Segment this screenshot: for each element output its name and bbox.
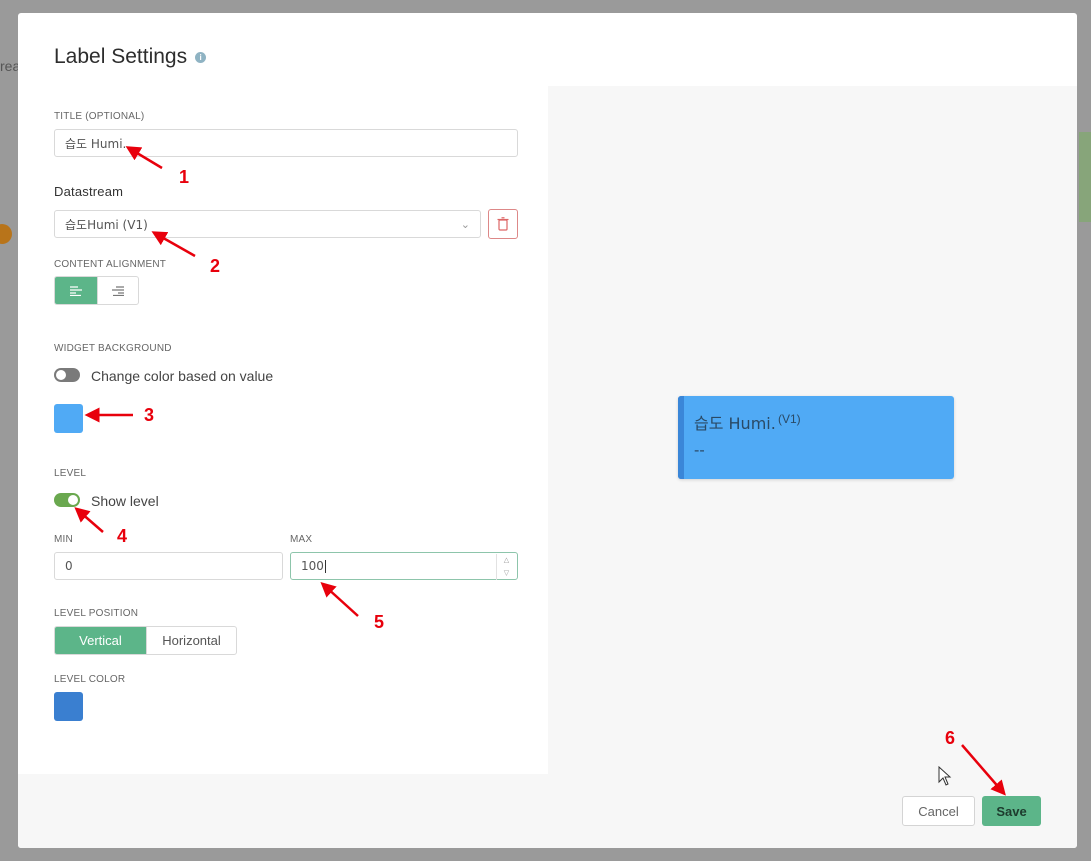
annotation-label-4: 4 (117, 526, 128, 546)
level-position-vertical-button[interactable]: Vertical (55, 627, 146, 654)
level-color-swatch[interactable] (54, 692, 83, 721)
text-caret (324, 559, 326, 573)
color-based-on-value-text: Change color based on value (91, 368, 274, 384)
show-level-text: Show level (91, 493, 159, 509)
annotation-label-5: 5 (374, 612, 385, 632)
max-input-value: 100 (301, 559, 324, 573)
toggle-knob (68, 495, 78, 505)
color-based-on-value-toggle[interactable] (54, 368, 80, 382)
background-breadcrumb: rea (0, 58, 21, 74)
datastream-select-value: 습도Humi (V1) (65, 217, 148, 232)
annotation-label-2: 2 (210, 256, 221, 276)
min-input[interactable]: 0 (54, 552, 283, 580)
min-input-value: 0 (65, 559, 73, 573)
level-position-toggle: Vertical Horizontal (54, 626, 237, 655)
max-label: MAX (290, 534, 313, 545)
level-position-label: LEVEL POSITION (54, 608, 139, 619)
level-color-label: LEVEL COLOR (54, 674, 126, 685)
widget-background-color-swatch[interactable] (54, 404, 83, 433)
widget-preview-title: 습도 Humi. (694, 414, 776, 433)
show-level-toggle[interactable] (54, 493, 80, 507)
widget-level-bar (678, 396, 684, 479)
annotation-label-6: 6 (945, 728, 956, 748)
align-left-icon (70, 285, 82, 296)
align-left-button[interactable] (55, 277, 97, 304)
content-alignment-toggle (54, 276, 139, 305)
level-position-horizontal-button[interactable]: Horizontal (146, 627, 236, 654)
info-icon[interactable]: i (195, 51, 207, 63)
modal-title: Label Settings i (54, 45, 207, 69)
mouse-cursor-icon (938, 766, 952, 786)
title-input-value: 습도 Humi. (65, 136, 127, 151)
widget-preview-value: -- (694, 442, 705, 459)
settings-footer-area (18, 774, 548, 848)
background-badge (0, 224, 12, 244)
label-widget-preview: 습도 Humi. (V1) -- (678, 396, 954, 479)
delete-datastream-button[interactable] (488, 209, 518, 239)
widget-background-label: WIDGET BACKGROUND (54, 343, 172, 354)
widget-preview-pin: (V1) (778, 412, 801, 426)
content-alignment-label: CONTENT ALIGNMENT (54, 259, 167, 270)
datastream-label: Datastream (54, 184, 124, 199)
trash-icon (497, 217, 509, 231)
annotation-label-1: 1 (179, 167, 190, 187)
level-label: LEVEL (54, 468, 87, 479)
align-right-button[interactable] (97, 277, 138, 304)
min-label: MIN (54, 534, 73, 545)
stepper-down-icon[interactable]: ▽ (503, 569, 510, 577)
max-stepper[interactable]: △ ▽ (496, 554, 516, 580)
cancel-button[interactable]: Cancel (902, 796, 975, 826)
datastream-select[interactable]: 습도Humi (V1) ⌄ (54, 210, 481, 238)
background-panel-edge (1079, 132, 1091, 222)
chevron-down-icon: ⌄ (460, 218, 470, 231)
annotation-label-3: 3 (144, 405, 155, 425)
max-input[interactable]: 100 △ ▽ (290, 552, 518, 580)
title-input[interactable]: 습도 Humi. (54, 129, 518, 157)
stepper-up-icon[interactable]: △ (503, 556, 510, 564)
modal-title-text: Label Settings (54, 45, 188, 68)
title-field-label: TITLE (OPTIONAL) (54, 111, 145, 122)
toggle-knob (56, 370, 66, 380)
save-button[interactable]: Save (982, 796, 1041, 826)
align-right-icon (112, 285, 124, 296)
